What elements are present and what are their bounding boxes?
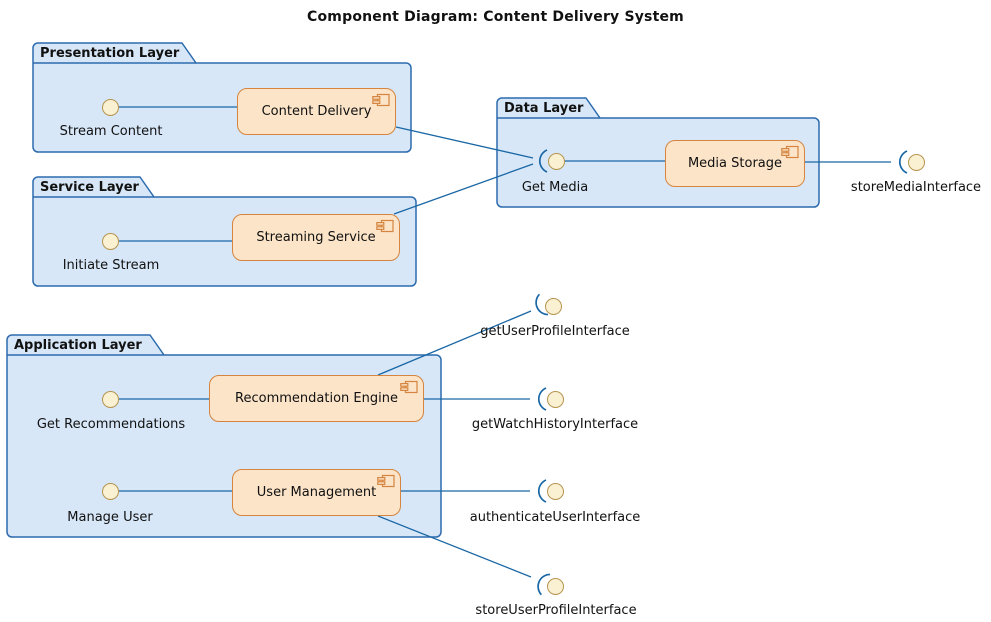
- component-icon: [781, 145, 799, 159]
- ball-icon-get-recommendations: [101, 390, 119, 408]
- interface-label-initiate-stream: Initiate Stream: [62, 258, 160, 273]
- ball-icon-get-media: [547, 152, 565, 170]
- interface-label-get-watch-history: getWatchHistoryInterface: [471, 417, 639, 432]
- socket-icon-store-user-profile: [537, 573, 551, 596]
- socket-icon-get-user-profile: [535, 293, 549, 316]
- component-label: User Management: [256, 485, 377, 500]
- interface-label-store-media: storeMediaInterface: [850, 180, 982, 195]
- socket-icon-get-watch-history: [537, 387, 547, 411]
- connector-usermanagement-storeuserprofile: [377, 515, 532, 578]
- interface-label-get-recommendations: Get Recommendations: [36, 417, 186, 432]
- socket-icon-authenticate-user: [537, 479, 547, 503]
- component-icon: [377, 474, 395, 488]
- ball-icon-manage-user: [101, 482, 119, 500]
- component-content-delivery: Content Delivery: [237, 88, 396, 135]
- ball-icon-store-media: [907, 153, 925, 171]
- interface-label-manage-user: Manage User: [67, 510, 153, 525]
- ball-icon-get-watch-history: [546, 390, 564, 408]
- package-label-data-layer: Data Layer: [504, 101, 584, 116]
- connector-streamingservice-getmedia: [393, 163, 534, 215]
- package-label-service-layer: Service Layer: [40, 180, 139, 195]
- component-label: Streaming Service: [256, 230, 376, 245]
- interface-label-stream-content: Stream Content: [59, 124, 163, 139]
- component-streaming-service: Streaming Service: [232, 214, 400, 261]
- interface-label-get-media: Get Media: [521, 180, 589, 195]
- connector-recommendationengine-getuserprofile: [377, 310, 532, 376]
- package-label-presentation-layer: Presentation Layer: [40, 46, 180, 61]
- ball-icon-get-user-profile: [544, 297, 562, 315]
- ball-icon-stream-content: [101, 98, 119, 116]
- package-label-application-layer: Application Layer: [14, 338, 142, 353]
- ball-icon-store-user-profile: [546, 577, 564, 595]
- ball-icon-authenticate-user: [546, 482, 564, 500]
- socket-icon-store-media: [898, 150, 908, 174]
- component-icon: [372, 93, 390, 107]
- interface-label-get-user-profile: getUserProfileInterface: [480, 324, 630, 339]
- component-user-management: User Management: [232, 469, 401, 516]
- component-label: Content Delivery: [261, 104, 372, 119]
- component-recommendation-engine: Recommendation Engine: [209, 375, 424, 422]
- component-media-storage: Media Storage: [665, 140, 805, 187]
- component-icon: [376, 219, 394, 233]
- socket-icon-get-media: [538, 149, 548, 173]
- component-label: Recommendation Engine: [235, 391, 398, 406]
- ball-icon-initiate-stream: [101, 232, 119, 250]
- diagram-title: Component Diagram: Content Delivery Syst…: [307, 9, 684, 25]
- interface-label-store-user-profile: storeUserProfileInterface: [475, 603, 637, 618]
- connector-contentdelivery-getmedia: [395, 126, 534, 159]
- interface-label-authenticate-user: authenticateUserInterface: [469, 510, 641, 525]
- component-icon: [400, 380, 418, 394]
- component-label: Media Storage: [687, 156, 783, 171]
